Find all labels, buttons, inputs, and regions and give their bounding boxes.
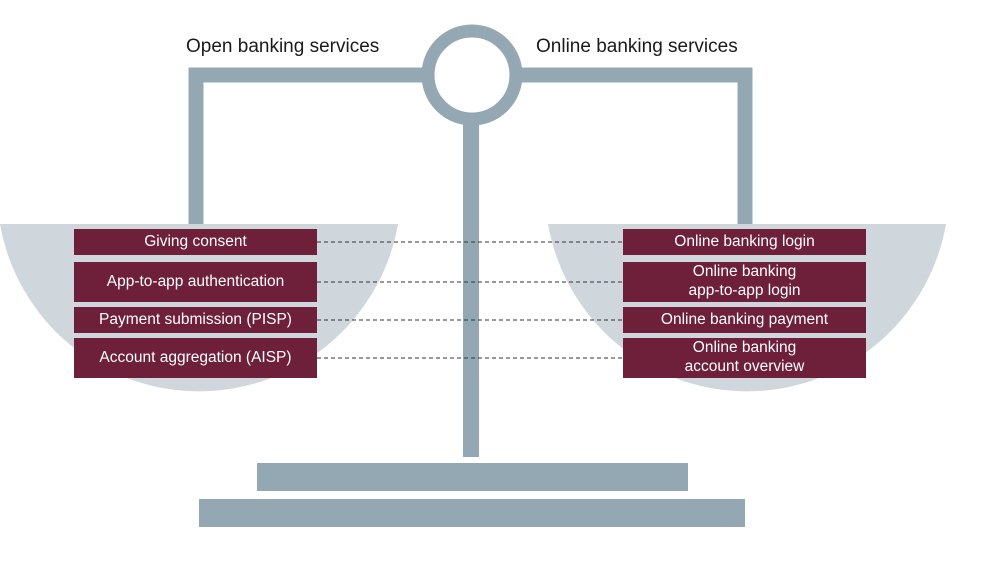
online-banking-item-payment: Online banking payment (623, 307, 866, 333)
online-banking-item-account-overview: Online banking account overview (623, 338, 866, 378)
open-banking-item-giving-consent: Giving consent (74, 229, 317, 255)
item-label: Account aggregation (AISP) (99, 348, 292, 366)
online-banking-item-app-to-app-login: Online banking app-to-app login (623, 262, 866, 302)
scale-base-top (257, 463, 688, 491)
scale-pivot-ring (421, 24, 523, 126)
online-banking-heading: Online banking services (536, 36, 738, 57)
item-label: Giving consent (144, 232, 247, 250)
connector-lines (317, 241, 623, 359)
open-banking-item-app-to-app-authentication: App-to-app authentication (74, 262, 317, 302)
item-label-line1: Online banking (692, 263, 797, 281)
item-label-line1: Online banking (692, 339, 797, 357)
item-label-line1: Online banking login (674, 232, 815, 250)
scale-center-post (463, 120, 479, 457)
item-label-line2: account overview (684, 358, 805, 375)
open-banking-heading: Open banking services (186, 36, 380, 57)
online-banking-item-login: Online banking login (623, 229, 866, 255)
open-banking-item-payment-submission: Payment submission (PISP) (74, 307, 317, 333)
item-label: Payment submission (PISP) (99, 310, 292, 328)
item-label: App-to-app authentication (106, 272, 285, 290)
item-label-line2: app-to-app login (688, 282, 801, 299)
item-label-line1: Online banking payment (660, 310, 829, 328)
open-banking-item-account-aggregation: Account aggregation (AISP) (74, 338, 317, 378)
scale-base-bottom (199, 499, 745, 527)
